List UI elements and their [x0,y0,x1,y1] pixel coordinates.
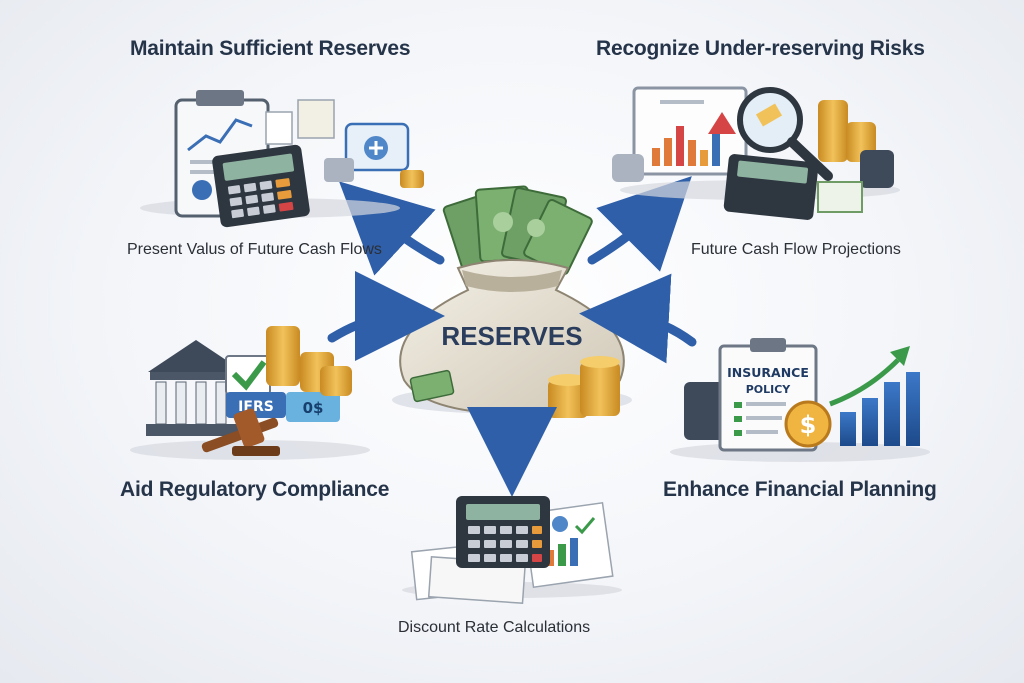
growth-arrow-icon [890,346,910,366]
caption-discount-rate: Discount Rate Calculations [398,619,591,636]
caption-future-cash-flow: Future Cash Flow Projections [691,241,901,258]
clipboard-calculator-icon [140,90,424,228]
currency-label: 0$ [303,399,324,417]
heading-recognize-risks: Recognize Under-reserving Risks [596,37,925,60]
arrow-to-maintain [339,181,445,276]
ifrs-badge [226,392,286,418]
center-label: RESERVES [441,321,582,351]
heading-maintain-reserves: Maintain Sufficient Reserves [130,37,411,60]
heading-financial-planning: Enhance Financial Planning [663,478,937,501]
arrow-to-recognize [587,176,692,272]
coin-symbol: $ [800,411,817,439]
coin-stack-icon [548,356,620,418]
gavel-icon [201,408,280,456]
chart-magnifier-icon [612,86,900,220]
caption-present-value: Present Valus of Future Cash Flows [127,241,382,258]
arrow-from-planning [579,273,697,364]
cash-bundle-icon [442,185,593,276]
bank-icon [148,340,244,372]
policy-title-2: POLICY [746,383,792,396]
heading-regulatory-compliance: Aid Regulatory Compliance [120,478,390,501]
currency-badge [286,392,340,422]
flow-arrows [327,176,697,497]
dollar-coin-icon [784,400,832,448]
policy-title-1: INSURANCE [727,365,809,380]
reserves-money-bag: RESERVES [392,185,632,418]
discount-calculator-icon [402,496,622,605]
insurance-growth-icon: INSURANCE POLICY $ [670,338,930,462]
checkmark-icon [231,360,267,391]
bank-regulation-icon: IFRS 0$ [130,326,370,460]
arrow-from-regulatory [327,271,445,362]
